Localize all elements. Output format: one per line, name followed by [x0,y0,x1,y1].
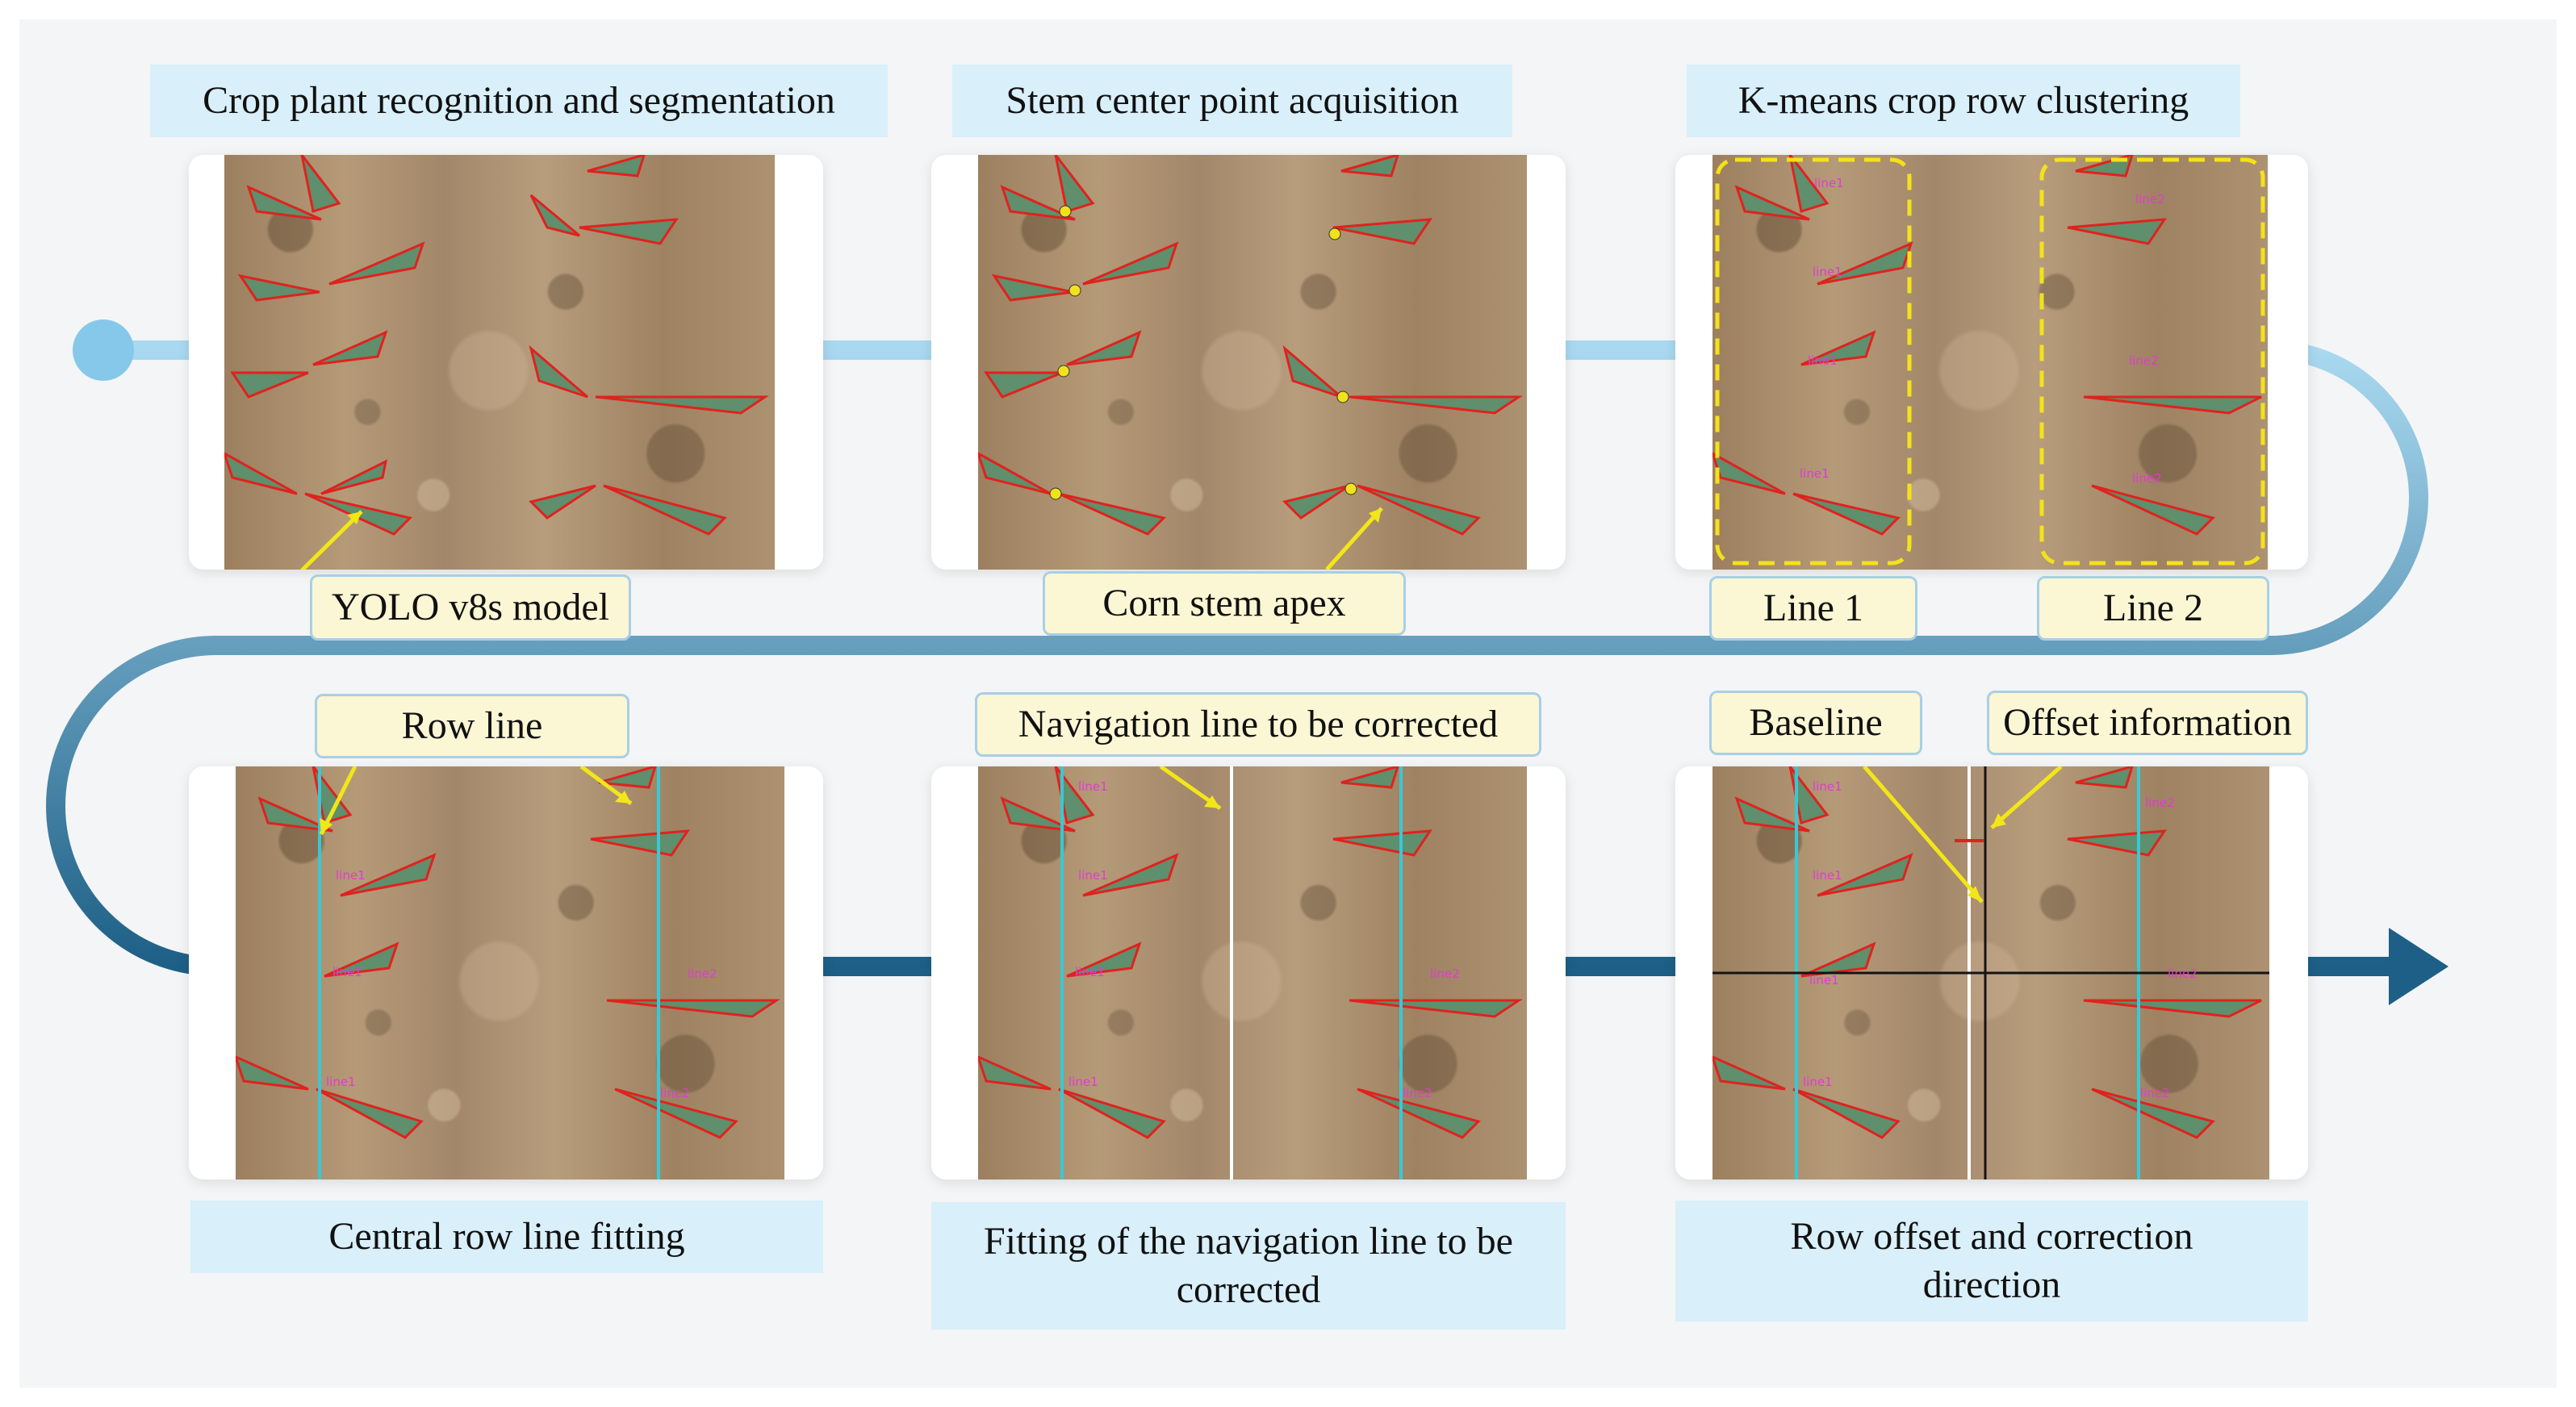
callout-corn-stem-apex: Corn stem apex [1043,571,1406,636]
svg-text:line1: line1 [1068,1075,1098,1089]
svg-text:line1: line1 [1078,868,1108,883]
step-title-offset-direction: Row offset and correction direction [1675,1200,2308,1321]
step-title-crop-recognition: Crop plant recognition and segmentation [150,65,888,137]
svg-text:line1: line1 [1809,973,1839,987]
image-card-navigation-line: line1 line1 line1 line1 line2 line2 [931,766,1566,1179]
field-photo-kmeans: line1 line1 line1 line1 line2 line2 line… [1712,155,2268,570]
start-dot-icon [73,319,134,381]
svg-text:line2: line2 [1430,967,1460,981]
step-title-kmeans: K-means crop row clustering [1687,65,2240,137]
svg-text:line1: line1 [1800,466,1830,481]
svg-text:line2: line2 [660,1086,690,1100]
svg-text:line2: line2 [2168,967,2198,981]
svg-text:line1: line1 [326,1075,356,1089]
field-photo-offset: line1 line1 line1 line1 line2 line2 line… [1712,766,2269,1179]
field-photo-row-line: line1 line1 line1 line2 line2 [236,766,784,1179]
svg-text:line1: line1 [1813,868,1842,883]
image-card-row-line: line1 line1 line1 line2 line2 [189,766,823,1179]
step-title-navigation-fitting: Fitting of the navigation line to be cor… [931,1202,1566,1330]
svg-text:line1: line1 [1808,353,1838,368]
svg-text:line2: line2 [2135,192,2165,207]
image-card-stem-points [931,155,1566,570]
svg-text:line1: line1 [1075,965,1105,979]
step-title-row-line-fitting: Central row line fitting [190,1200,823,1273]
diagram-canvas: Crop plant recognition and segmentation … [19,19,2557,1388]
callout-offset-information: Offset information [1987,691,2308,755]
image-card-kmeans: line1 line1 line1 line1 line2 line2 line… [1675,155,2308,570]
callout-line-2: Line 2 [2037,576,2269,641]
svg-text:line1: line1 [1813,779,1842,794]
field-photo-stem-points [978,155,1527,570]
image-card-offset: line1 line1 line1 line1 line2 line2 line… [1675,766,2308,1179]
callout-baseline: Baseline [1709,691,1922,755]
callout-navigation-line: Navigation line to be corrected [975,692,1541,757]
svg-text:line1: line1 [332,965,362,979]
svg-text:line2: line2 [2140,1086,2170,1100]
svg-text:line1: line1 [1813,265,1842,279]
svg-text:line1: line1 [336,868,366,883]
svg-text:line2: line2 [688,967,717,981]
svg-text:line1: line1 [1814,176,1844,190]
callout-line-1: Line 1 [1709,576,1917,641]
callout-yolo-model: YOLO v8s model [310,574,631,641]
field-photo-navigation-line: line1 line1 line1 line1 line2 line2 [978,766,1527,1179]
svg-text:line2: line2 [1403,1086,1432,1100]
svg-text:line2: line2 [2145,795,2175,810]
process-flow-path [46,319,2448,1005]
svg-text:line2: line2 [2129,353,2159,368]
image-card-segmentation [189,155,823,570]
svg-text:line1: line1 [1078,779,1108,794]
callout-row-line: Row line [315,694,629,758]
step-title-stem-center: Stem center point acquisition [952,65,1512,137]
field-photo-segmentation [224,155,775,570]
svg-text:line1: line1 [1803,1075,1833,1089]
svg-text:line2: line2 [2132,471,2162,486]
arrow-head-icon [2389,928,2448,1005]
